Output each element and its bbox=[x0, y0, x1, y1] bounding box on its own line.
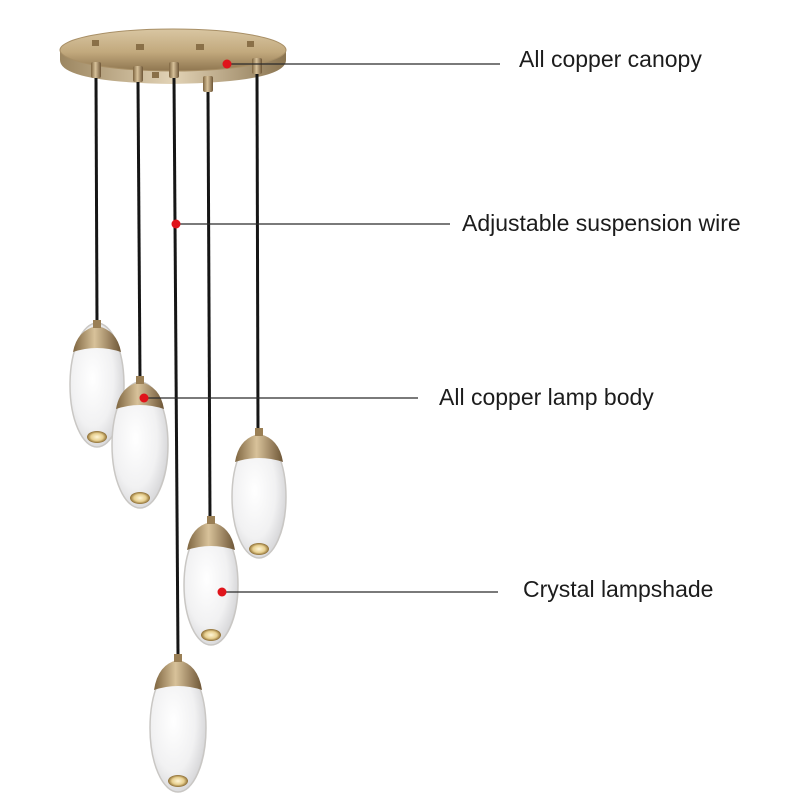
pendant-5 bbox=[149, 654, 207, 793]
marker-wire bbox=[171, 219, 181, 229]
pendant-3 bbox=[231, 428, 287, 559]
label-suspension-wire: Adjustable suspension wire bbox=[462, 210, 741, 236]
pendant-2 bbox=[111, 376, 169, 509]
callout-markers bbox=[139, 59, 232, 597]
marker-lampshade bbox=[217, 587, 227, 597]
label-lamp-body: All copper lamp body bbox=[439, 384, 654, 410]
pendant-1 bbox=[69, 320, 125, 448]
marker-lamp-body bbox=[139, 393, 149, 403]
marker-canopy bbox=[222, 59, 232, 69]
leader-lines bbox=[144, 63, 500, 593]
suspension-wires bbox=[94, 73, 260, 656]
pendant-4 bbox=[183, 516, 239, 646]
label-lampshade: Crystal lampshade bbox=[523, 576, 714, 602]
label-canopy: All copper canopy bbox=[519, 46, 702, 72]
